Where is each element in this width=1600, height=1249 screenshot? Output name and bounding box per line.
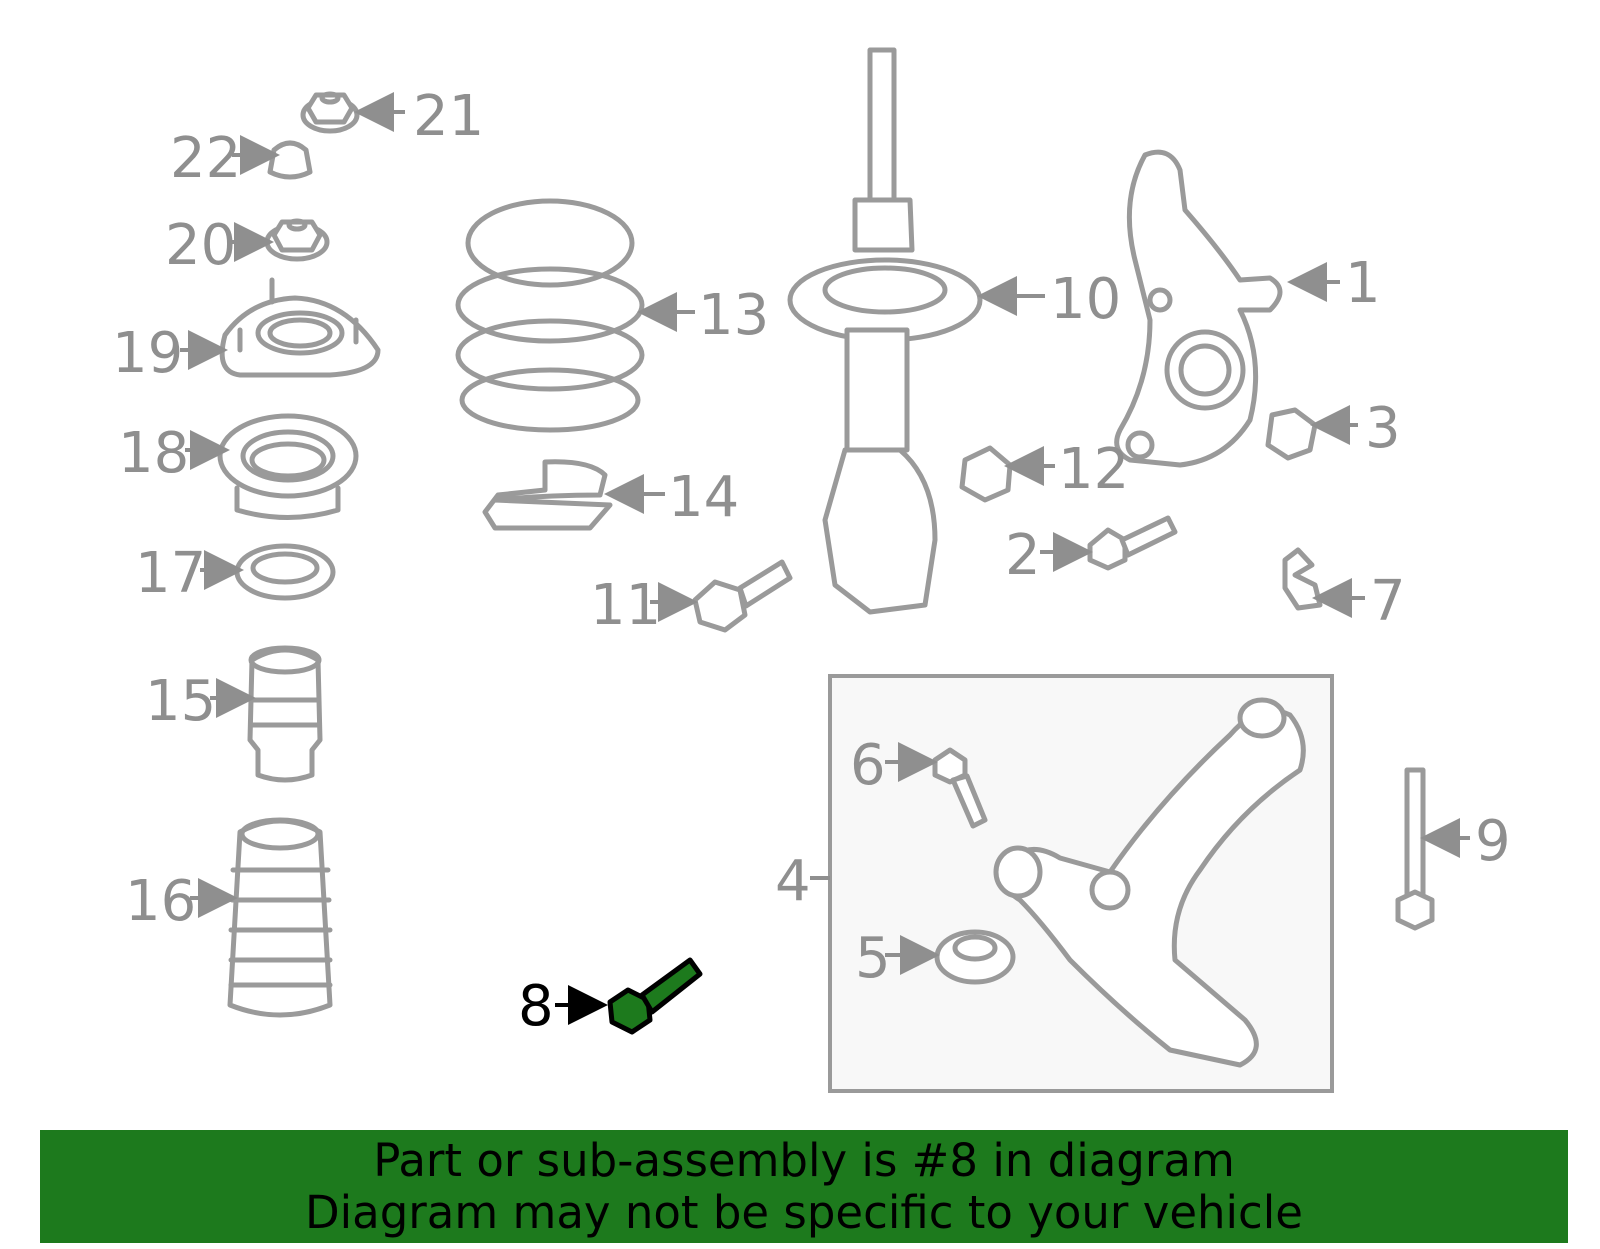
callout-18: 18 xyxy=(118,421,189,486)
callout-1: 1 xyxy=(1345,251,1381,316)
part-4-lower-control-arm-group[interactable] xyxy=(828,674,1334,1093)
part-11-bolt[interactable] xyxy=(692,559,793,633)
banner-line-1: Part or sub-assembly is #8 in diagram xyxy=(373,1133,1235,1187)
callout-16: 16 xyxy=(125,869,196,934)
part-6-bolt[interactable] xyxy=(932,747,988,829)
callout-13: 13 xyxy=(698,283,769,348)
banner-line-2: Diagram may not be specific to your vehi… xyxy=(305,1185,1303,1239)
part-1-steering-knuckle[interactable] xyxy=(1114,149,1283,468)
callout-22: 22 xyxy=(170,126,241,191)
callout-10: 10 xyxy=(1050,267,1121,332)
part-16-dust-boot[interactable] xyxy=(227,817,333,1018)
part-7-clip[interactable] xyxy=(1282,547,1323,611)
part-22-cap[interactable] xyxy=(267,140,313,180)
part-14-spring-insulator[interactable] xyxy=(482,459,613,531)
callout-9: 9 xyxy=(1475,809,1511,874)
callout-7: 7 xyxy=(1370,569,1406,634)
callout-14: 14 xyxy=(668,465,739,530)
part-18-spring-seat[interactable] xyxy=(217,413,359,520)
callout-labels: 21 22 20 19 18 17 15 16 13 14 10 1 3 12 … xyxy=(112,84,1511,1039)
callout-3: 3 xyxy=(1365,396,1401,461)
callout-11: 11 xyxy=(590,573,661,638)
callout-5: 5 xyxy=(855,926,891,991)
callout-8: 8 xyxy=(518,974,554,1039)
part-13-coil-spring[interactable] xyxy=(455,198,645,433)
callout-17: 17 xyxy=(135,541,206,606)
part-12-cap-nut[interactable] xyxy=(959,445,1013,503)
part-15-bump-stop[interactable] xyxy=(247,645,323,783)
info-banner: Part or sub-assembly is #8 in diagram Di… xyxy=(40,1130,1568,1243)
leader-arrows xyxy=(180,92,1470,1025)
callout-19: 19 xyxy=(112,321,183,386)
callout-2: 2 xyxy=(1005,523,1041,588)
callout-15: 15 xyxy=(145,669,216,734)
part-3-nut[interactable] xyxy=(1265,407,1318,461)
part-19-strut-mount[interactable] xyxy=(219,277,381,378)
part-17-washer[interactable] xyxy=(234,543,336,601)
callout-20: 20 xyxy=(165,213,236,278)
part-20-nut[interactable] xyxy=(264,218,330,262)
callout-21: 21 xyxy=(413,84,484,149)
part-2-bolt[interactable] xyxy=(1087,515,1178,571)
callout-6: 6 xyxy=(850,733,886,798)
callout-4: 4 xyxy=(775,849,811,914)
part-5-bushing[interactable] xyxy=(934,929,1016,985)
part-21-flange-nut[interactable] xyxy=(300,91,360,134)
callout-12: 12 xyxy=(1058,437,1129,502)
part-8-bolt-highlighted[interactable] xyxy=(607,957,703,1035)
part-9-long-bolt[interactable] xyxy=(1395,767,1435,931)
part-10-strut-assembly[interactable] xyxy=(787,47,983,615)
